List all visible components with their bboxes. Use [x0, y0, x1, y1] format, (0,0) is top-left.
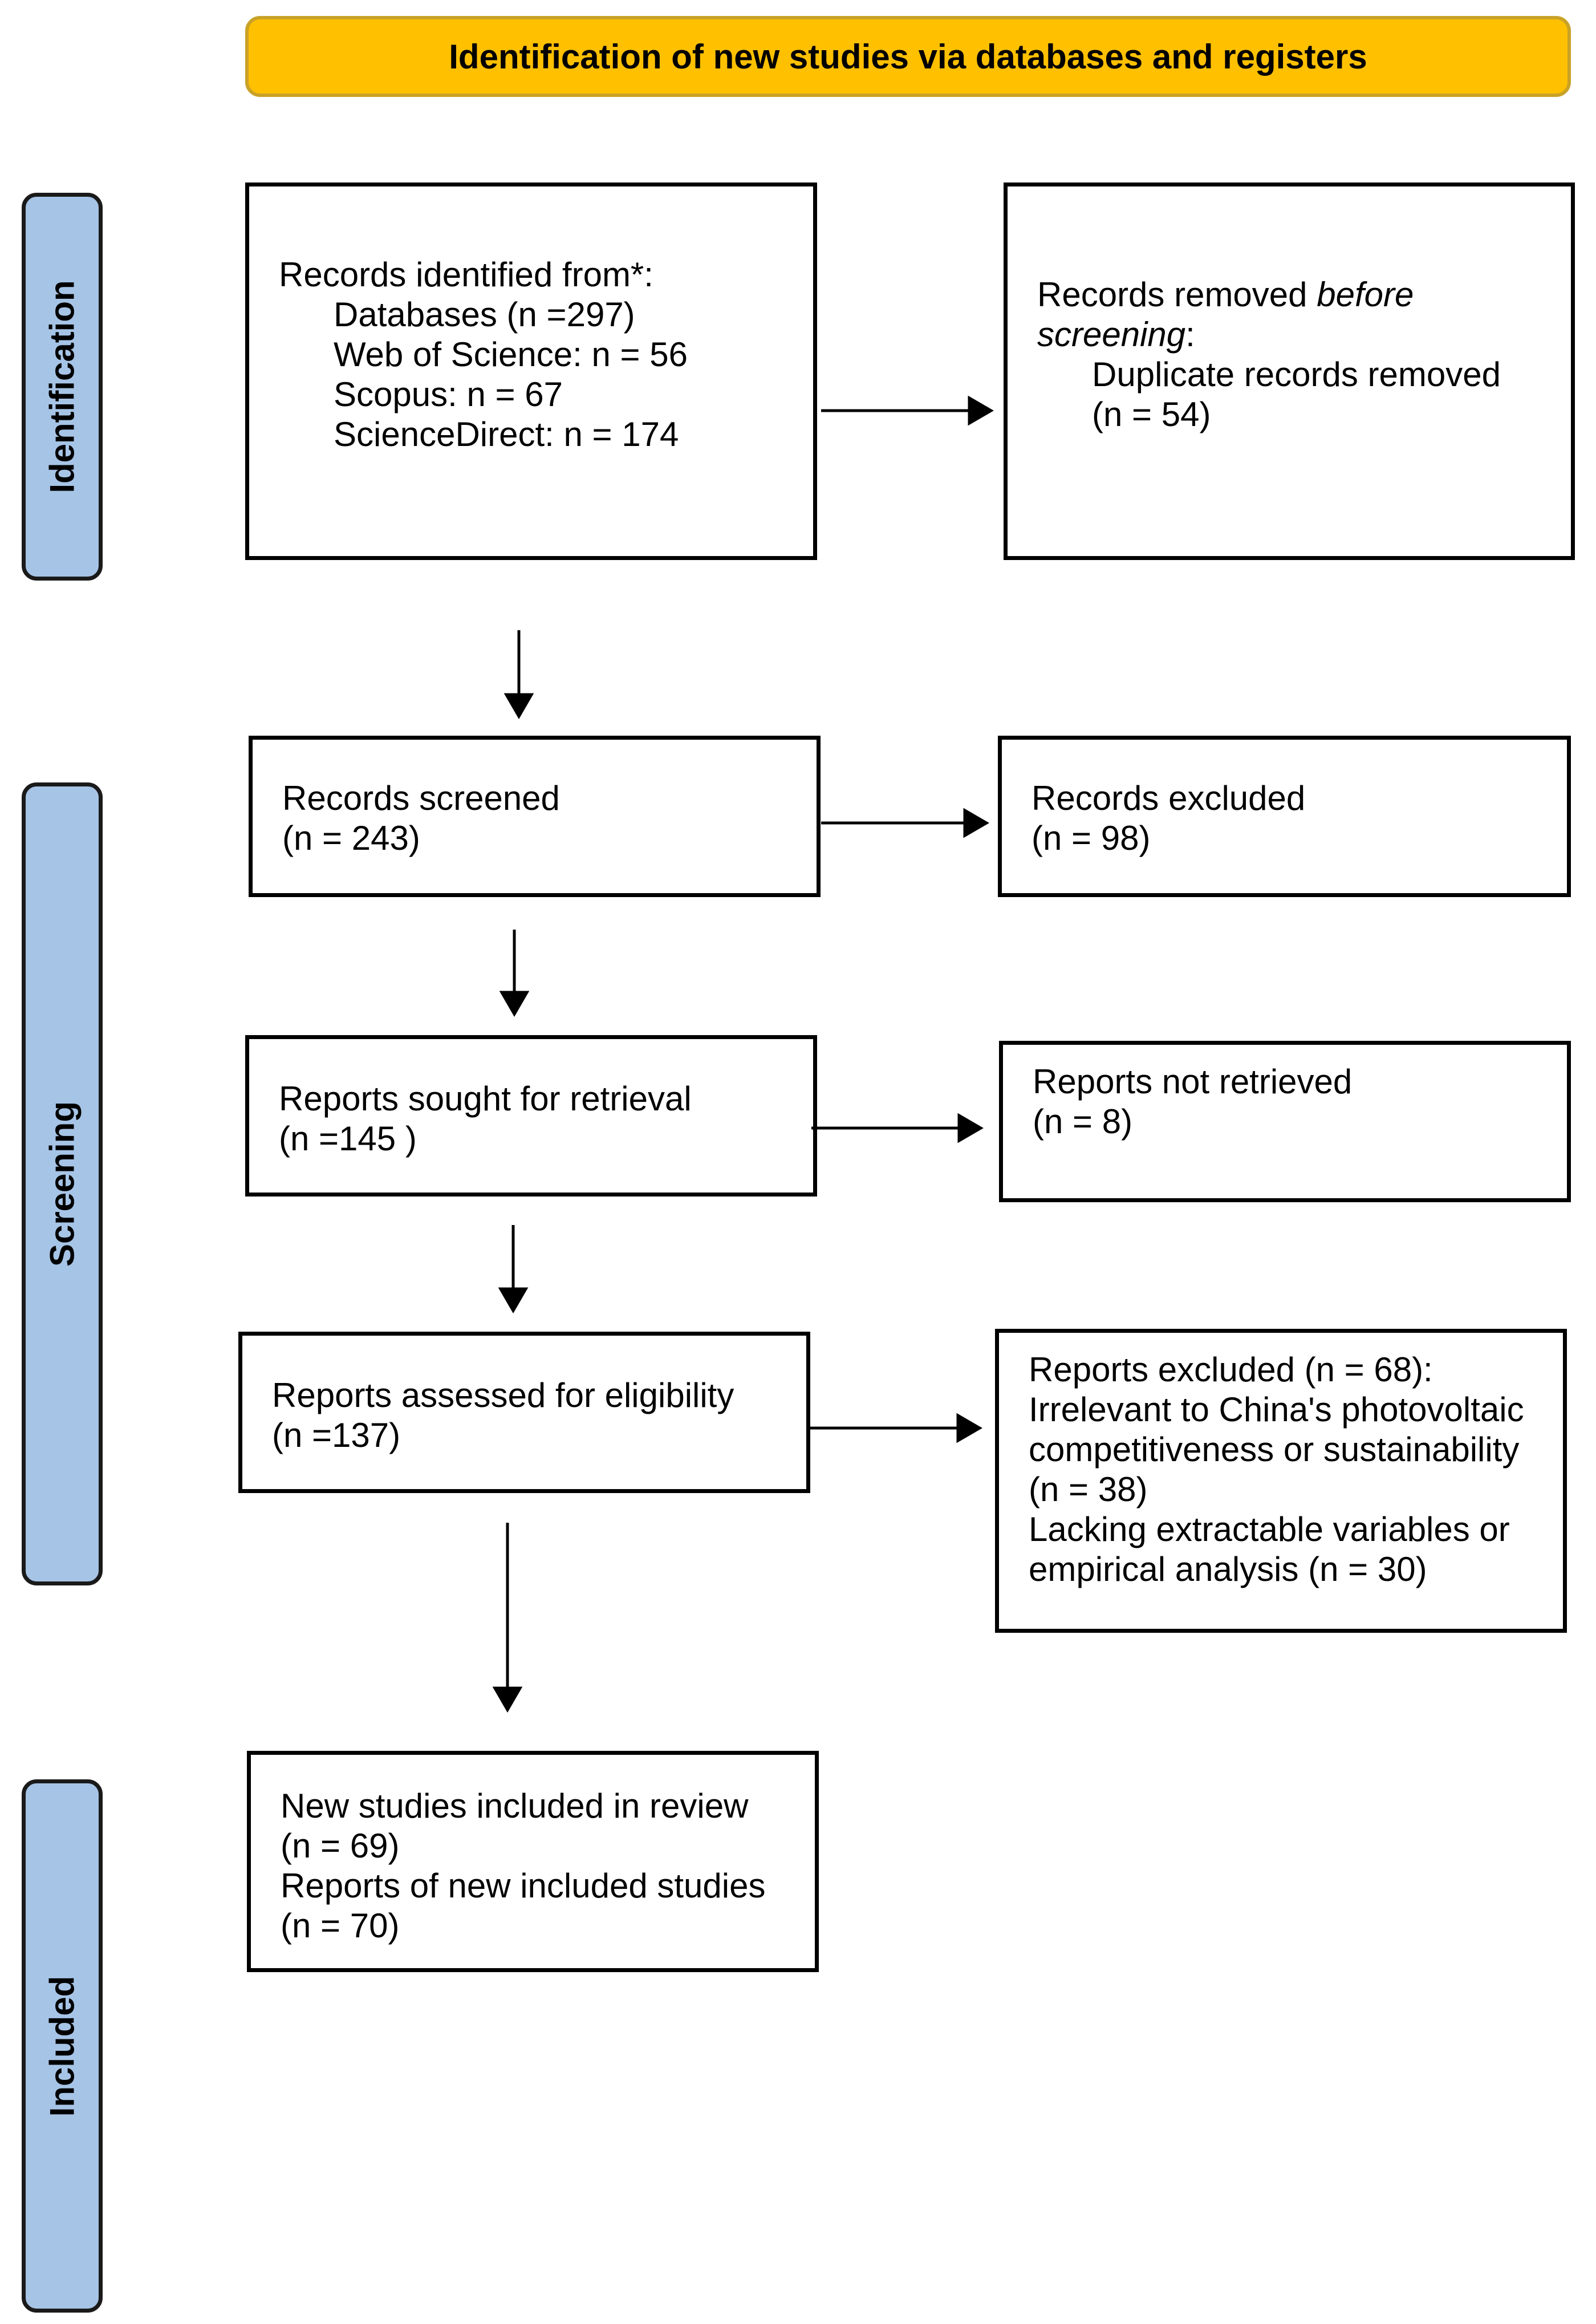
- duplicates-label: Duplicate records removed: [1092, 355, 1501, 394]
- reports-excluded-reason-1-count: (n = 38): [1029, 1470, 1148, 1508]
- arrow-to-removed-head: [968, 395, 994, 426]
- records-removed-before: before: [1317, 275, 1414, 314]
- studies-included-label: New studies included in review: [281, 1787, 749, 1825]
- reports-not-retrieved-box: Reports not retrieved (n = 8): [999, 1041, 1571, 1202]
- databases-count: Databases (n =297): [334, 295, 635, 334]
- reports-sought-box: Reports sought for retrieval (n =145 ): [245, 1035, 817, 1197]
- header-banner: Identification of new studies via databa…: [245, 16, 1571, 97]
- records-screened-label: Records screened: [282, 779, 560, 817]
- studies-included-count: (n = 69): [281, 1827, 400, 1865]
- arrow-to-included-head: [492, 1686, 523, 1713]
- records-screened-count: (n = 243): [282, 819, 420, 857]
- reports-excluded-title: Reports excluded (n = 68):: [1029, 1350, 1433, 1389]
- web-of-science-count: Web of Science: n = 56: [334, 335, 688, 374]
- phase-screening: Screening: [22, 782, 103, 1585]
- records-removed-prefix: Records removed: [1037, 275, 1317, 314]
- reports-excluded-reason-1: Irrelevant to China's photovoltaic: [1029, 1390, 1524, 1429]
- reports-not-retrieved-label: Reports not retrieved: [1033, 1062, 1353, 1101]
- reports-excluded-reason-1-cont: competitiveness or sustainability: [1029, 1430, 1520, 1469]
- records-excluded-count: (n = 98): [1031, 819, 1151, 857]
- reports-excluded-reason-2: Lacking extractable variables or: [1029, 1510, 1510, 1548]
- arrow-to-not-retrieved-head: [957, 1113, 984, 1143]
- reports-excluded-reason-2-cont: empirical analysis (n = 30): [1029, 1550, 1427, 1588]
- sciencedirect-count: ScienceDirect: n = 174: [334, 415, 679, 453]
- records-excluded-box: Records excluded (n = 98): [998, 736, 1571, 897]
- records-removed-box: Records removed before screening: Duplic…: [1004, 182, 1575, 560]
- reports-sought-label: Reports sought for retrieval: [279, 1080, 692, 1118]
- scopus-count: Scopus: n = 67: [334, 375, 563, 413]
- records-identified-box: Records identified from*: Databases (n =…: [245, 182, 817, 560]
- records-removed-colon: :: [1185, 315, 1195, 354]
- reports-assessed-count: (n =137): [272, 1416, 401, 1454]
- arrow-to-sought-head: [499, 991, 530, 1017]
- arrow-to-assessed-head: [498, 1287, 529, 1313]
- records-removed-screening-word: screening: [1037, 315, 1186, 354]
- records-identified-title: Records identified from*:: [279, 255, 653, 294]
- reports-assessed-box: Reports assessed for eligibility (n =137…: [238, 1332, 810, 1493]
- studies-included-box: New studies included in review (n = 69) …: [247, 1751, 819, 1972]
- reports-included-count: (n = 70): [281, 1907, 400, 1945]
- reports-included-label: Reports of new included studies: [281, 1867, 766, 1905]
- records-screened-box: Records screened (n = 243): [249, 736, 821, 897]
- reports-assessed-label: Reports assessed for eligibility: [272, 1376, 734, 1414]
- reports-excluded-box: Reports excluded (n = 68): Irrelevant to…: [995, 1329, 1567, 1633]
- reports-sought-count: (n =145 ): [279, 1120, 417, 1158]
- phase-included: Included: [22, 1779, 103, 2313]
- arrow-to-screened-head: [503, 693, 534, 719]
- reports-not-retrieved-count: (n = 8): [1033, 1102, 1133, 1141]
- records-removed-title: Records removed before: [1037, 275, 1571, 315]
- records-removed-screening: screening:: [1037, 315, 1571, 355]
- records-excluded-label: Records excluded: [1031, 779, 1306, 817]
- arrow-to-excluded-head: [963, 808, 989, 838]
- arrow-to-reports-excluded-head: [956, 1413, 982, 1443]
- header-title: Identification of new studies via databa…: [449, 37, 1367, 76]
- duplicates-count: (n = 54): [1092, 395, 1211, 433]
- phase-identification: Identification: [22, 193, 103, 581]
